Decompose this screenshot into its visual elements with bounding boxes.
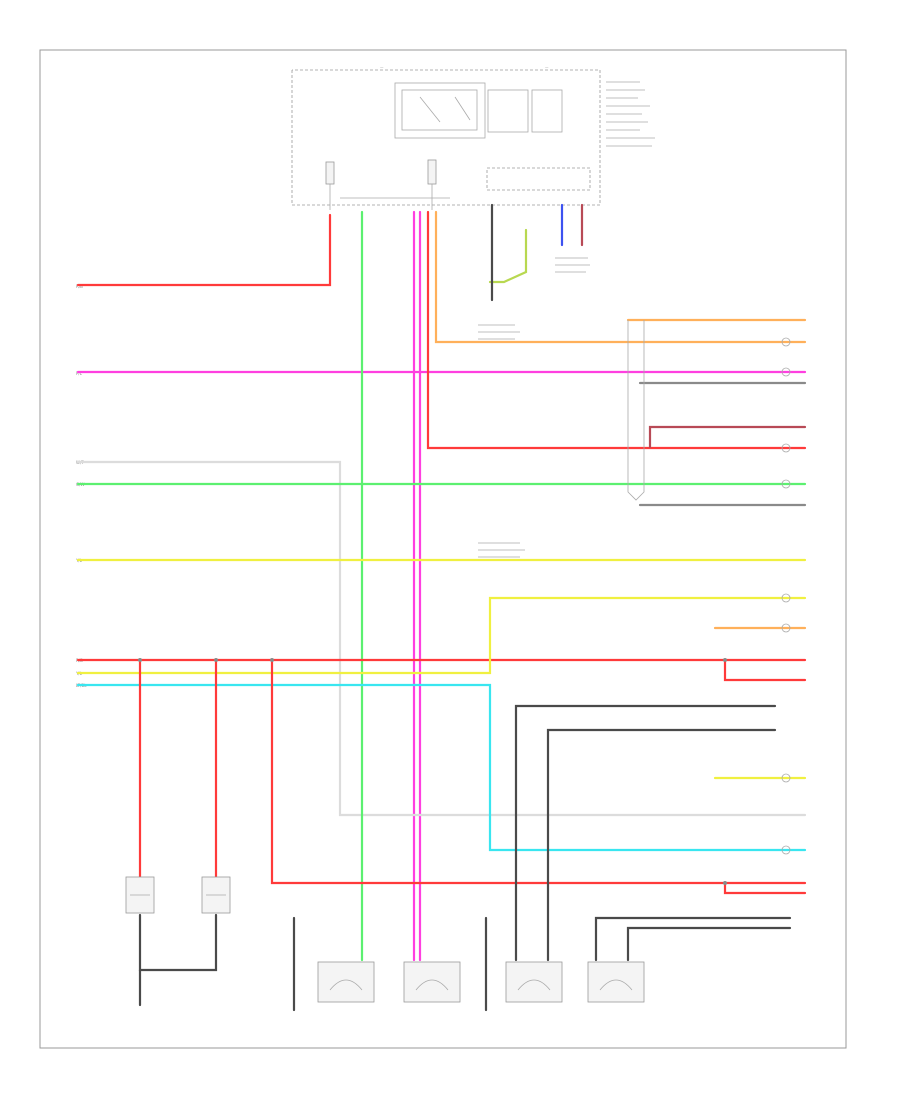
wire-darkgray-bottom-2	[626, 926, 792, 962]
wire-red-center	[426, 210, 807, 450]
ground-note-left	[478, 324, 520, 340]
component-door-switch-4	[587, 961, 645, 1003]
component-door-switch-3	[505, 961, 563, 1003]
label-pink-main: P/L	[76, 371, 83, 376]
wire-darkgray-1	[514, 704, 777, 962]
wire-red-right-2	[723, 881, 807, 895]
wire-cyan-lower	[76, 683, 807, 852]
svg-text:—: —	[545, 65, 549, 69]
wires	[76, 203, 807, 1012]
ground-note-center	[478, 542, 525, 558]
wire-code-labels: R/B P/L W/T G/W Y/L R/B Y/L LT/BL	[75, 284, 87, 688]
component-center-sensor	[201, 876, 231, 914]
diagram-frame	[39, 49, 847, 1049]
wire-gray-left-bottom	[138, 913, 218, 972]
wire-lime	[488, 228, 528, 284]
wire-white-horizontal	[76, 460, 807, 817]
label-red-main: R/B	[76, 284, 83, 289]
fuse-center	[427, 159, 437, 185]
component-left-sensor	[125, 876, 155, 914]
component-door-switch-2	[403, 961, 461, 1003]
component-door-switch-1	[317, 961, 375, 1003]
connectors	[138, 658, 727, 885]
wire-darkgray-2	[546, 728, 777, 962]
relay-box-notes	[606, 81, 655, 147]
ground-note-right	[555, 257, 590, 273]
fuse-relay-box: — —	[291, 65, 655, 210]
wire-red-branch-bottom	[270, 658, 807, 885]
wire-darkgray-bottom	[594, 916, 792, 962]
right-side-bulbs	[781, 337, 791, 855]
wire-red-right-1	[723, 658, 807, 682]
wire-maroon-upper	[648, 425, 807, 448]
wire-red-main	[76, 213, 332, 287]
wire-yellow-lower	[76, 596, 807, 675]
wire-gray-loop	[627, 320, 645, 501]
fuse-left	[325, 161, 335, 185]
wire-orange	[434, 210, 807, 344]
svg-text:—: —	[380, 65, 384, 69]
